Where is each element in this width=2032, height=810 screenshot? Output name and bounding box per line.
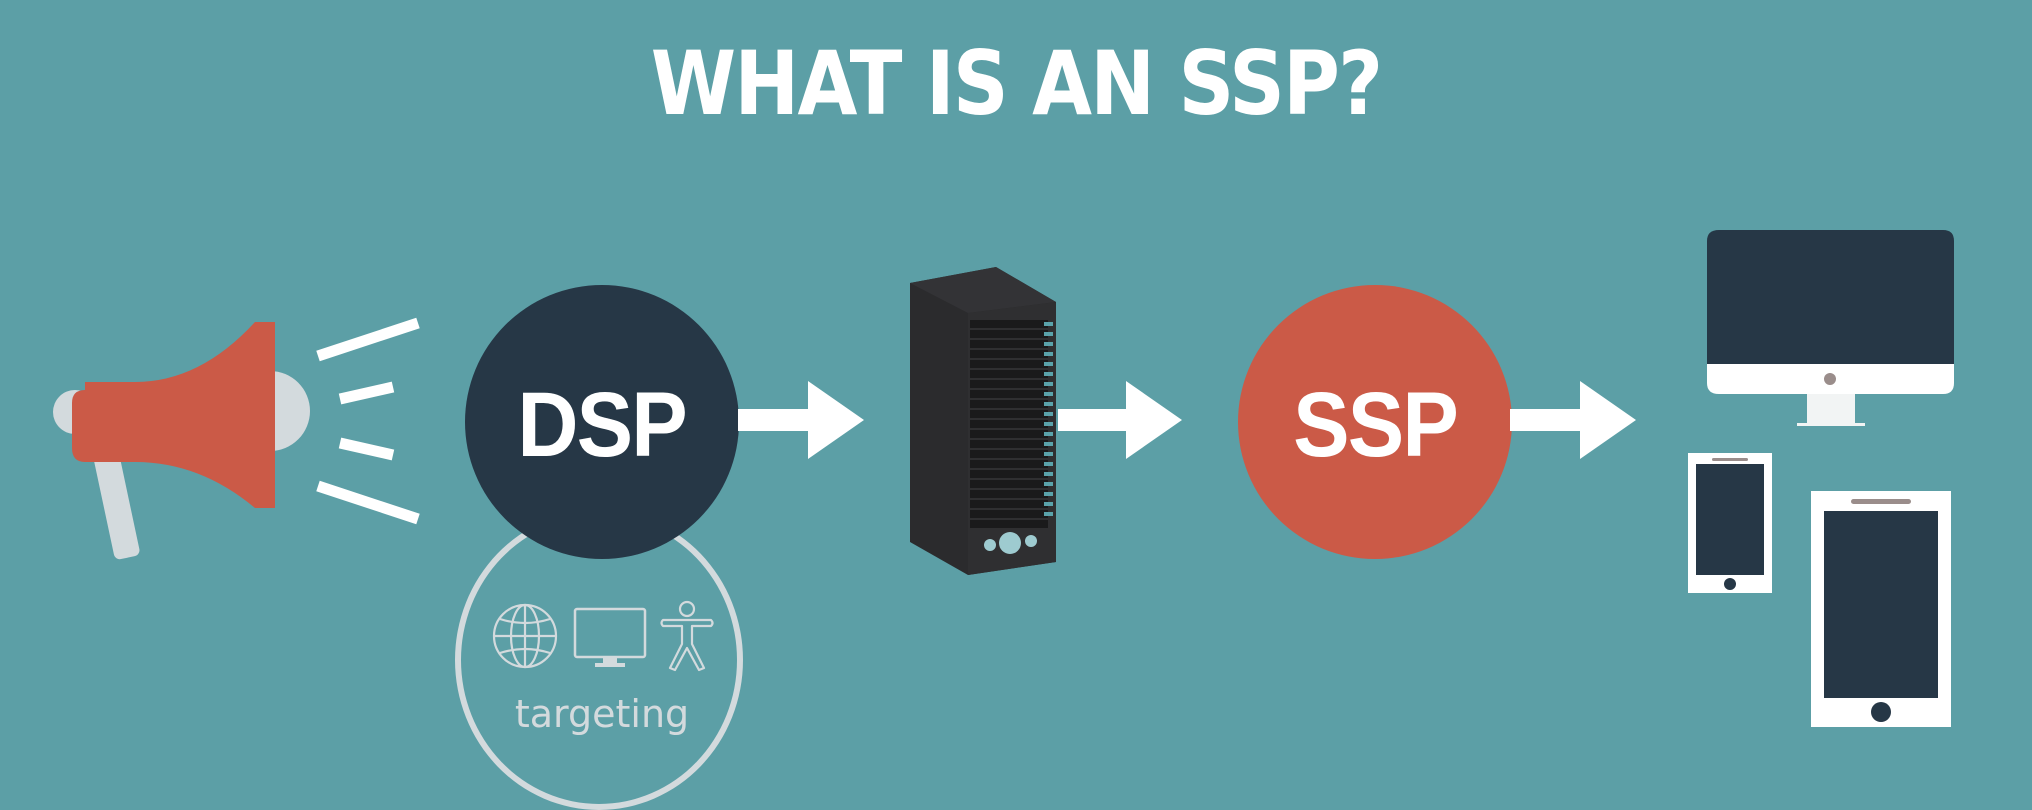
ssp-label: SSP — [1293, 373, 1459, 476]
ssp-node: SSP — [1238, 285, 1512, 559]
arrow-right-icon — [1510, 381, 1636, 459]
monitor-icon — [573, 607, 647, 667]
person-icon — [660, 600, 714, 672]
page-title: WHAT IS AN SSP? — [650, 32, 1383, 135]
targeting-label: targeting — [514, 692, 690, 736]
arrow-right-icon — [1058, 381, 1182, 459]
desktop-icon — [1707, 230, 1954, 426]
server-icon — [910, 267, 1056, 575]
phone-icon — [1688, 453, 1772, 593]
tablet-icon — [1811, 491, 1951, 727]
megaphone-icon — [53, 317, 420, 560]
arrow-right-icon — [738, 381, 864, 459]
dsp-node: DSP — [465, 285, 739, 559]
globe-icon — [492, 603, 558, 669]
dsp-label: DSP — [517, 373, 688, 476]
